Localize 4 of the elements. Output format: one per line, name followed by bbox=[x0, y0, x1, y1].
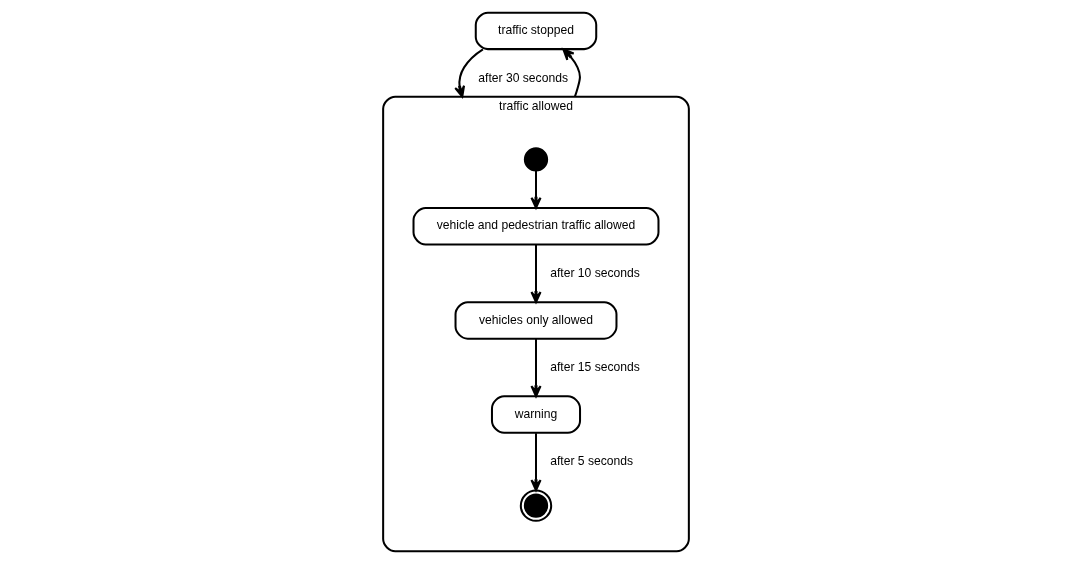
edge-label: after 10 seconds bbox=[549, 265, 640, 280]
edge-label: after 30 seconds bbox=[477, 70, 568, 85]
edge-label: after 15 seconds bbox=[549, 360, 640, 375]
edge-label: after 5 seconds bbox=[549, 454, 633, 469]
